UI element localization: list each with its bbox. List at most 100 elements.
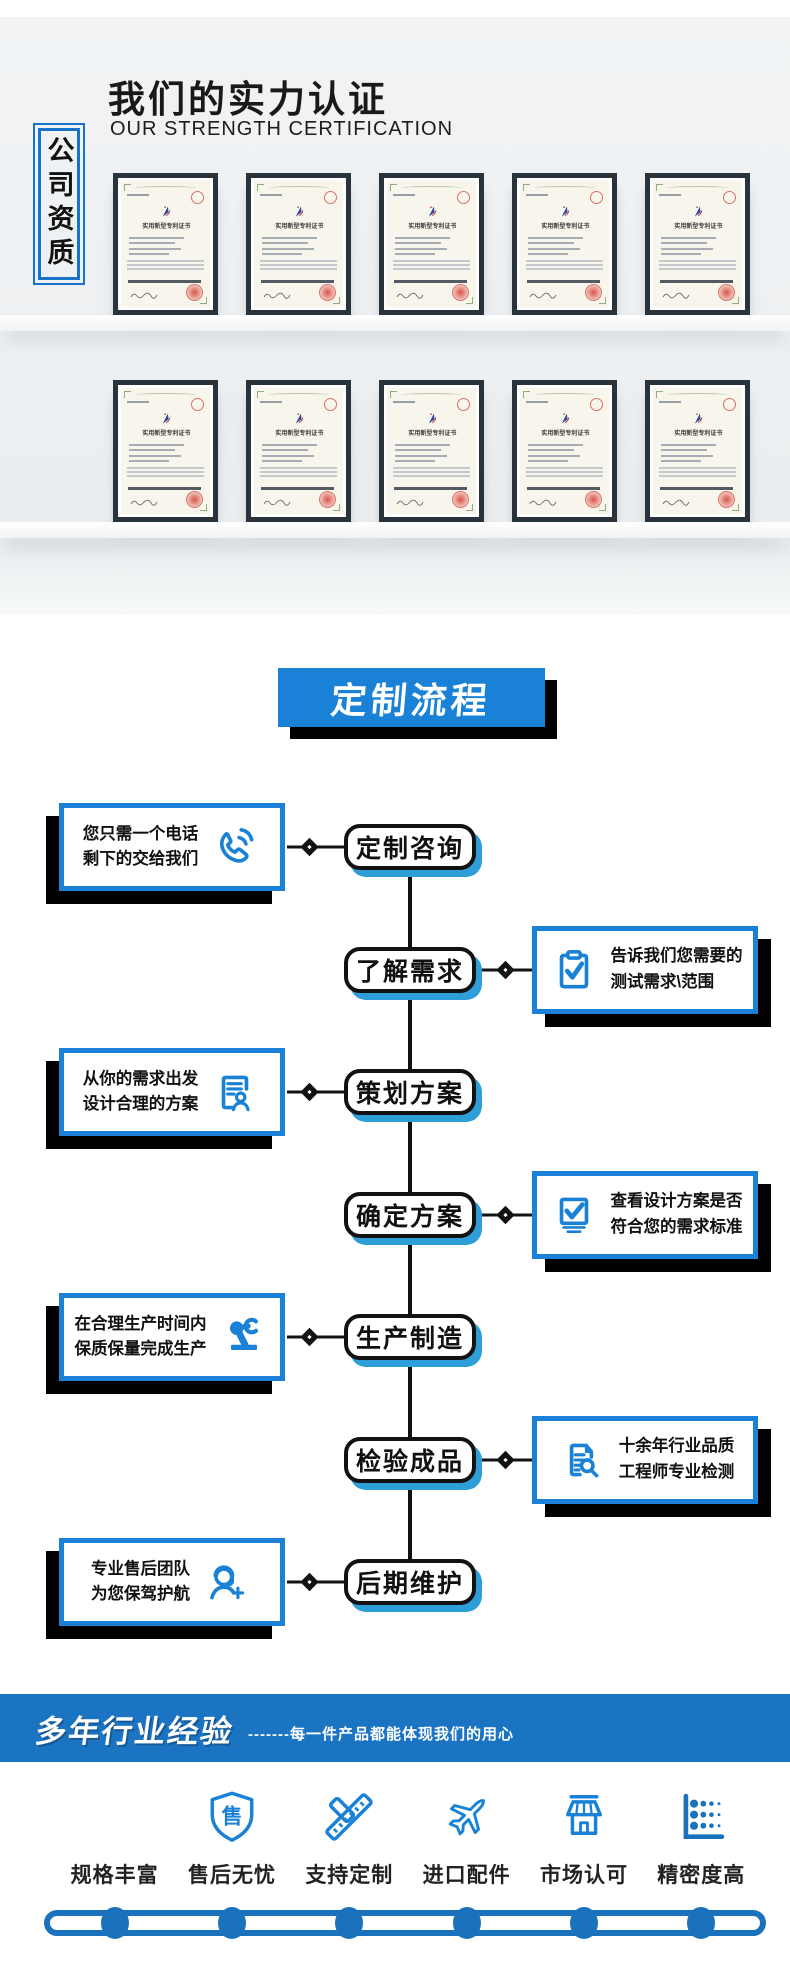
certificate-title: 实用新型专利证书 (408, 223, 457, 230)
step-node: 确定方案 (344, 1191, 476, 1238)
paper-text-line (395, 443, 451, 446)
red-stamp-icon (585, 491, 602, 508)
cnipa-logo-icon (158, 411, 174, 424)
certificate-frame: 实用新型专利证书 (246, 173, 351, 315)
feature-item: 进口配件 (408, 1788, 525, 1889)
paper-text-line (129, 449, 176, 451)
timeline-dot-cell (291, 1907, 408, 1939)
certificate-frame: 实用新型专利证书 (512, 380, 617, 522)
certificate-title: 实用新型专利证书 (275, 430, 324, 437)
red-stamp-icon (319, 284, 336, 301)
certificate-title: 实用新型专利证书 (142, 223, 191, 230)
shield-icon: 售 (203, 1788, 261, 1846)
paper-header-line (127, 194, 149, 196)
certificate-mat: 实用新型专利证书 (384, 385, 479, 517)
paper-text-line (262, 443, 318, 446)
step-node: 定制咨询 (344, 824, 476, 871)
paper-header-line (393, 401, 415, 403)
paper-paragraph (659, 467, 736, 477)
step-node-label: 了解需求 (355, 957, 464, 986)
flow-rows: 您只需一个电话剩下的交给我们 定制咨询 告诉我们您需要的测试需求\范围 了解需求… (0, 786, 790, 1644)
certificate-paper: 实用新型专利证书 (653, 181, 742, 307)
red-stamp-icon (585, 284, 602, 301)
step-node: 后期维护 (344, 1559, 476, 1606)
certificate-frame: 实用新型专利证书 (379, 173, 484, 315)
paper-divider (660, 487, 734, 490)
certificate-title: 实用新型专利证书 (541, 430, 590, 437)
red-seal-ring-icon (590, 191, 603, 204)
paper-text-line (395, 242, 442, 244)
step-node: 生产制造 (344, 1314, 476, 1361)
step-node-label: 后期维护 (355, 1570, 464, 1599)
info-line: 工程师专业检测 (618, 1462, 735, 1481)
paper-text-line (528, 454, 581, 457)
paper-text-line (528, 253, 569, 255)
info-line: 专业售后团队 (91, 1559, 190, 1578)
paper-ornament (667, 186, 728, 190)
paper-header-line (526, 194, 548, 196)
step-info-text: 告诉我们您需要的测试需求\范围 (611, 944, 743, 995)
info-line: 从你的需求出发 (82, 1069, 199, 1088)
step-info-box: 从你的需求出发设计合理的方案 (59, 1048, 285, 1137)
info-line: 为您保驾护航 (91, 1585, 190, 1604)
cnipa-logo-icon (557, 411, 573, 424)
cnipa-logo-icon (557, 204, 573, 217)
info-line: 查看设计方案是否 (610, 1192, 743, 1211)
paper-paragraph (526, 260, 603, 270)
timeline-dot (217, 1907, 246, 1939)
step-info-box: 专业售后团队为您保驾护航 (59, 1538, 285, 1627)
paper-divider (261, 280, 335, 283)
paper-ornament (135, 186, 196, 190)
paper-text-line (528, 242, 575, 244)
step-info-text: 十余年行业品质工程师专业检测 (619, 1434, 735, 1485)
paper-text-line (528, 247, 581, 250)
signature (262, 494, 292, 506)
paper-text-line (262, 247, 315, 250)
paper-paragraph (260, 467, 337, 477)
cert-row-1: 实用新型专利证书 (113, 173, 750, 315)
paper-paragraph (659, 260, 736, 270)
red-seal-ring-icon (324, 191, 337, 204)
paper-header-line (526, 401, 548, 403)
document-search-icon (556, 1434, 608, 1486)
certificate-paper: 实用新型专利证书 (387, 388, 476, 514)
red-stamp-icon (186, 491, 203, 508)
custom-process-section: 定制流程 您只需一个电话剩下的交给我们 定制咨询 告诉我们您需要的测试需求\范围… (0, 615, 790, 1694)
certificate-mat: 实用新型专利证书 (384, 178, 479, 310)
certificate-title: 实用新型专利证书 (674, 223, 723, 230)
paper-ornament (268, 393, 329, 397)
certificate-frame: 实用新型专利证书 (645, 173, 750, 315)
paper-divider (527, 487, 601, 490)
cnipa-logo-icon (690, 411, 706, 424)
flow-step-row: 在合理生产时间内保质保量完成生产 生产制造 (0, 1276, 790, 1399)
company-qualification-text: 公司资质 (38, 128, 80, 280)
paper-text-line (129, 247, 182, 250)
timeline-dot (687, 1907, 716, 1939)
cert-row-2: 实用新型专利证书 (113, 380, 750, 522)
paper-text-line (262, 460, 303, 462)
certificate-paper: 实用新型专利证书 (520, 388, 609, 514)
signature (528, 287, 558, 299)
certificate-mat: 实用新型专利证书 (251, 178, 346, 310)
shelf (0, 522, 790, 538)
cnipa-logo-icon (291, 204, 307, 217)
step-info-text: 查看设计方案是否符合您的需求标准 (611, 1189, 743, 1240)
paper-text-line (395, 236, 451, 239)
feature-label: 售后无忧 (187, 1864, 276, 1887)
timeline-dot-cell (643, 1907, 760, 1939)
info-line: 在合理生产时间内 (74, 1314, 207, 1333)
paper-paragraph (393, 467, 470, 477)
paper-ornament (401, 186, 462, 190)
timeline-dot-cell (408, 1907, 525, 1939)
storefront-icon (555, 1788, 613, 1846)
certificate-frame: 实用新型专利证书 (512, 173, 617, 315)
signature (129, 494, 159, 506)
paper-header-line (659, 401, 681, 403)
paper-text-line (528, 443, 584, 446)
paper-text-line (661, 247, 714, 250)
info-line: 告诉我们您需要的 (610, 947, 743, 966)
svg-text:售: 售 (221, 1804, 243, 1828)
certificate-frame: 实用新型专利证书 (113, 380, 218, 522)
info-line: 测试需求\范围 (610, 972, 715, 991)
